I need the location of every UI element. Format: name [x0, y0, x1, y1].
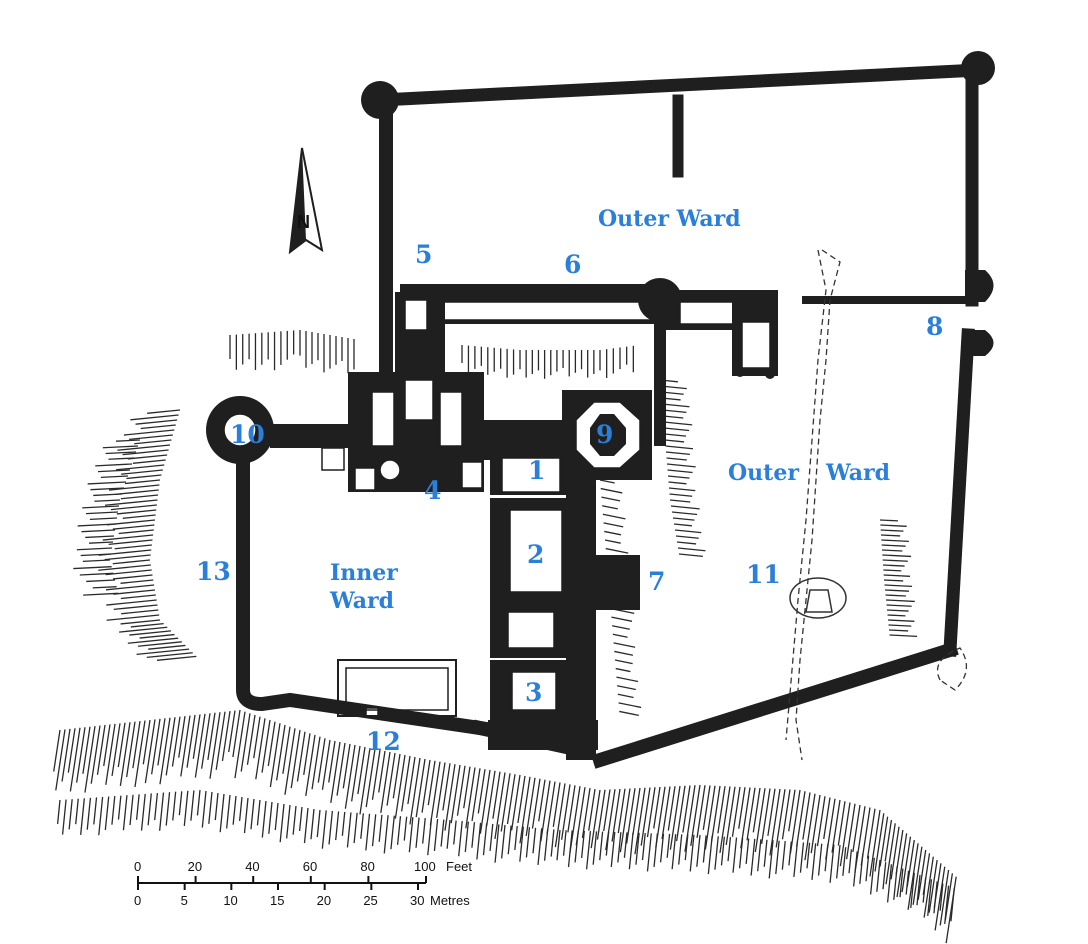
- scale-feet-tick-label: 40: [245, 859, 260, 874]
- dashed-path-2: [785, 249, 827, 741]
- outer-ward-feature: [789, 577, 847, 619]
- terrain-hatching: [53, 330, 957, 944]
- north-arrow: [288, 147, 324, 255]
- outer-ward-walls: [361, 51, 995, 769]
- label-3: 3: [525, 678, 543, 707]
- scale-metre-tick-label: 15: [270, 893, 285, 908]
- dashed-path-3: [936, 647, 967, 691]
- north-letter: N: [297, 212, 310, 232]
- scale-metre-unit: Metres: [430, 893, 470, 908]
- inner-ward-foundations: [337, 659, 457, 717]
- scale-metre-tick-label: 25: [363, 893, 378, 908]
- scale-bar: [137, 876, 427, 890]
- label-inner-ward-b: Ward: [330, 588, 395, 614]
- label-outer-ward-right-b: Ward: [826, 460, 891, 486]
- label-7: 7: [648, 567, 666, 596]
- label-13: 13: [196, 557, 231, 586]
- scale-feet-tick-label: 60: [302, 859, 318, 874]
- dashed-path: [795, 249, 841, 761]
- tower-9: [482, 390, 652, 480]
- label-12: 12: [366, 727, 401, 756]
- scale-metre-tick-label: 0: [134, 893, 142, 908]
- scale-metre-tick-label: 5: [180, 893, 188, 908]
- label-10: 10: [230, 420, 265, 449]
- label-6: 6: [564, 250, 582, 279]
- scale-feet-tick-label: 80: [360, 859, 375, 874]
- label-inner-ward-a: Inner: [330, 560, 398, 586]
- label-11: 11: [746, 560, 781, 589]
- east-range: [488, 455, 640, 760]
- scale-feet-tick-label: 20: [187, 859, 203, 874]
- label-1: 1: [528, 456, 546, 485]
- label-outer-ward-right-a: Outer: [728, 460, 799, 486]
- label-9: 9: [596, 420, 614, 449]
- label-5: 5: [415, 240, 433, 269]
- label-4: 4: [424, 476, 442, 505]
- label-8: 8: [926, 312, 944, 341]
- label-outer-ward-top: Outer Ward: [598, 206, 741, 232]
- scale-feet-tick-label: 100: [414, 859, 436, 874]
- scale-metre-tick-label: 30: [410, 893, 425, 908]
- scale-feet-unit: Feet: [446, 859, 473, 874]
- gatehouse: [348, 292, 484, 492]
- scale-metre-tick-label: 20: [316, 893, 332, 908]
- scale-feet-tick-label: 0: [134, 859, 142, 874]
- label-2: 2: [527, 540, 545, 569]
- tower-10: [206, 396, 350, 471]
- scale-metre-tick-label: 10: [223, 893, 238, 908]
